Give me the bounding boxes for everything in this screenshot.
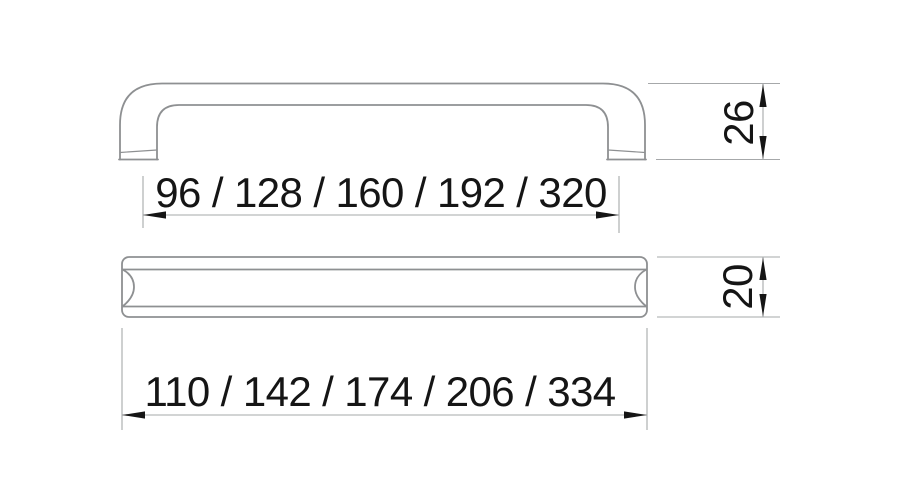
dimension-arrow-left [143, 211, 166, 219]
bar-end-cusp-left [121, 268, 135, 308]
side-height-dimension: 26 [648, 82, 780, 161]
dimension-arrow-left [122, 411, 145, 419]
dimension-arrow-down [759, 294, 767, 317]
handle-foot-left-chamfer [119, 149, 158, 154]
plan-height-dimension: 20 [657, 256, 780, 318]
dimension-arrow-right [624, 411, 647, 419]
overall-length-label: 110 / 142 / 174 / 206 / 334 [144, 368, 615, 415]
bar-end-cusp-right [634, 268, 648, 308]
dimension-arrow-down [759, 136, 767, 159]
side-height-label: 26 [715, 100, 762, 146]
handle-foot-right-chamfer [607, 149, 646, 154]
plan-height-label: 20 [714, 264, 761, 310]
handle-outer-contour [119, 82, 646, 161]
dimension-arrow-up [759, 84, 767, 107]
dimension-arrow-right [596, 211, 619, 219]
hole-spacing-dimension: 96 / 128 / 160 / 192 / 320 [142, 169, 620, 233]
side-view [118, 82, 647, 161]
hole-spacing-label: 96 / 128 / 160 / 192 / 320 [155, 169, 606, 216]
bar-outline [121, 256, 648, 318]
dimension-arrow-up [759, 257, 767, 280]
plan-view [121, 256, 648, 318]
handle-inner-contour [156, 104, 609, 161]
overall-length-dimension: 110 / 142 / 174 / 206 / 334 [121, 328, 648, 430]
